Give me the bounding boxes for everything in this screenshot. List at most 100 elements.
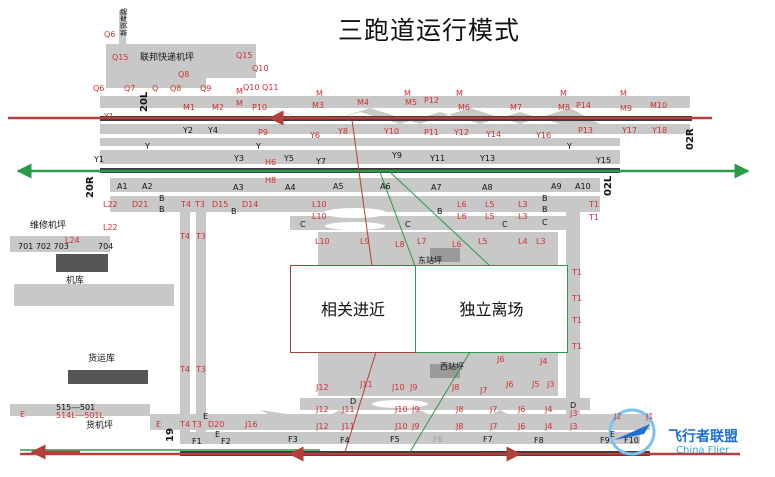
marker-label: F9 <box>600 436 610 445</box>
marker-label: F1 <box>192 437 202 446</box>
marker-label: Y9 <box>392 151 402 160</box>
marker-label: Q15 <box>112 53 129 62</box>
marker-label: J6 <box>518 405 526 414</box>
stands-514l-label: 514L---501L <box>56 411 104 420</box>
marker-label: A8 <box>482 183 493 192</box>
marker-label: P12 <box>424 96 440 105</box>
marker-label: M <box>316 89 323 98</box>
marker-label: B <box>542 205 548 214</box>
link-independent-north <box>389 171 491 267</box>
cargo-depot-building <box>68 370 148 384</box>
taxiway-d <box>300 398 590 410</box>
marker-label: T3 <box>196 365 206 374</box>
marker-label: Y7 <box>316 157 326 166</box>
marker-label: M <box>560 89 567 98</box>
marker-label: M5 <box>405 98 417 107</box>
cargo-depot-label: 货运库 <box>88 354 116 364</box>
connectors-mid <box>220 150 550 164</box>
buildings <box>56 248 460 384</box>
marker-label: J8 <box>456 422 464 431</box>
marker-label: J12 <box>316 422 329 431</box>
marker-label: Q9 <box>200 84 212 93</box>
new-cargo-road <box>119 10 126 44</box>
marker-label: Y17 <box>622 126 638 135</box>
marker-label: L22 <box>103 223 118 232</box>
marker-label: D <box>570 401 577 410</box>
marker-label: J3 <box>570 409 578 418</box>
marker-label: L10 <box>312 212 327 221</box>
marker-label: J8 <box>456 405 464 414</box>
link-independent-south <box>409 351 471 453</box>
marker-label: Q10 <box>252 64 269 73</box>
marker-label: J6 <box>497 355 505 364</box>
marker-label: Y3 <box>234 154 244 163</box>
marker-label: T1 <box>589 213 599 222</box>
marker-label: M <box>236 87 243 96</box>
link-dependent-south <box>344 351 377 453</box>
marker-label: Y11 <box>430 154 446 163</box>
link-dependent-north <box>351 119 373 267</box>
marker-label: A9 <box>551 182 562 191</box>
cargo-apron-label: 货机坪 <box>86 421 114 431</box>
marker-label: A7 <box>431 183 442 192</box>
marker-label: M7 <box>510 103 522 112</box>
marker-label: P13 <box>578 126 594 135</box>
marker-label: P10 <box>252 103 268 112</box>
marker-label: J6 <box>518 422 526 431</box>
marker-label: E <box>610 430 616 439</box>
marker-label: T1 <box>572 342 582 351</box>
marker-label: B <box>437 207 443 216</box>
marker-label: T4 <box>180 365 190 374</box>
marker-label: J16 <box>245 420 258 429</box>
west-apron-label: 西站坪 <box>440 362 464 371</box>
marker-label: M3 <box>312 101 324 110</box>
marker-label: L3 <box>536 237 546 246</box>
marker-label: T1 <box>572 294 582 303</box>
marker-label: P9 <box>258 128 268 137</box>
marker-label: Q6 <box>104 30 116 39</box>
dependent-approach-box: 相关进近 <box>290 265 416 353</box>
marker-label: L22 <box>103 200 118 209</box>
marker-label: M <box>404 89 411 98</box>
marker-label: J10 <box>395 405 408 414</box>
marker-label: J8 <box>452 383 460 392</box>
marker-label: L24 <box>65 236 80 245</box>
marker-label: B <box>159 194 165 203</box>
marker-label: T1 <box>572 268 582 277</box>
diagram-title: 三跑道运行模式 <box>338 16 521 45</box>
marker-label: Y14 <box>486 130 502 139</box>
watermark-subtext: China Flier <box>676 445 730 456</box>
marker-label: L3 <box>518 200 528 209</box>
marker-label: F5 <box>390 435 400 444</box>
independent-departure-label: 独立离场 <box>459 300 524 319</box>
marker-label: Q6 <box>93 84 105 93</box>
marker-label: E <box>156 420 162 429</box>
marker-label: J4 <box>545 405 553 414</box>
taxiway-y-mid <box>100 138 620 146</box>
marker-label: Y10 <box>384 127 400 136</box>
taxiway-t4 <box>180 212 190 432</box>
marker-label: A3 <box>233 183 244 192</box>
marker-label: L6 <box>452 240 462 249</box>
marker-label: J12 <box>316 383 329 392</box>
marker-label: E <box>203 412 209 421</box>
marker-label: L10 <box>312 200 327 209</box>
marker-label: M <box>456 89 463 98</box>
marker-label: D14 <box>242 200 259 209</box>
marker-label: Q7 <box>124 84 136 93</box>
marker-label: J5 <box>532 380 540 389</box>
stand-704-label: 704 <box>98 242 114 251</box>
taxiway-m <box>100 96 690 108</box>
marker-label: J11 <box>342 405 355 414</box>
marker-label: L7 <box>417 237 427 246</box>
marker-label: F8 <box>534 436 544 445</box>
cargo-apron-shape <box>10 404 150 416</box>
marker-label: Y1 <box>104 112 114 121</box>
traffic-arrows <box>8 110 750 462</box>
marker-label: B <box>542 194 548 203</box>
marker-label: Y18 <box>652 126 668 135</box>
marker-label: M1 <box>183 103 195 112</box>
marker-label: J12 <box>316 405 329 414</box>
marker-label: P11 <box>424 128 440 137</box>
